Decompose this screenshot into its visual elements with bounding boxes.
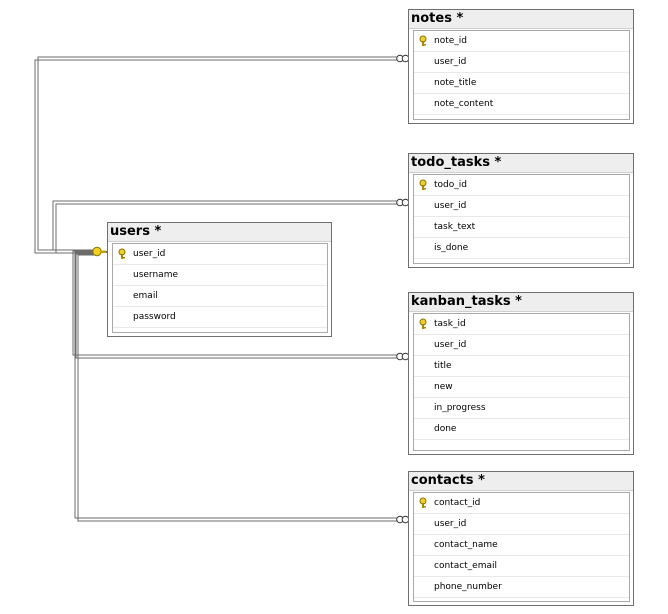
- column-name: note_title: [434, 78, 477, 88]
- column-name: user_id: [434, 201, 467, 211]
- column-name: in_progress: [434, 403, 486, 413]
- column-name: user_id: [434, 519, 467, 529]
- infinity-icon: [396, 198, 410, 207]
- table-title: todo_tasks *: [409, 154, 633, 173]
- column-name: contact_name: [434, 540, 498, 550]
- column-row[interactable]: new: [414, 377, 629, 398]
- table-notes[interactable]: notes * note_id user_id note_title note_…: [408, 9, 634, 124]
- column-list: contact_id user_id contact_name contact_…: [413, 492, 630, 602]
- table-title: kanban_tasks *: [409, 293, 633, 312]
- column-name: user_id: [434, 340, 467, 350]
- table-contacts[interactable]: contacts * contact_id user_id contact_na…: [408, 471, 634, 606]
- table-users[interactable]: users * user_id username email password: [107, 222, 332, 337]
- column-row[interactable]: in_progress: [414, 398, 629, 419]
- column-row[interactable]: is_done: [414, 238, 629, 259]
- column-name: is_done: [434, 243, 469, 253]
- column-row[interactable]: note_content: [414, 94, 629, 115]
- column-row[interactable]: task_id: [414, 314, 629, 335]
- column-name: title: [434, 361, 452, 371]
- column-list: user_id username email password: [112, 243, 328, 333]
- table-kanban-tasks[interactable]: kanban_tasks * task_id user_id title new…: [408, 292, 634, 455]
- infinity-icon: [396, 54, 410, 63]
- column-row[interactable]: contact_email: [414, 556, 629, 577]
- column-row[interactable]: task_text: [414, 217, 629, 238]
- column-list: task_id user_id title new in_progress do…: [413, 313, 630, 451]
- column-name: user_id: [133, 249, 166, 259]
- column-row[interactable]: title: [414, 356, 629, 377]
- column-name: password: [133, 312, 176, 322]
- column-row[interactable]: user_id: [113, 244, 327, 265]
- column-name: done: [434, 424, 457, 434]
- column-row[interactable]: email: [113, 286, 327, 307]
- column-name: new: [434, 382, 453, 392]
- column-row[interactable]: user_id: [414, 196, 629, 217]
- column-row[interactable]: contact_id: [414, 493, 629, 514]
- column-name: contact_email: [434, 561, 497, 571]
- key-icon: [92, 246, 107, 257]
- table-title: users *: [108, 223, 331, 242]
- column-list: note_id user_id note_title note_content: [413, 30, 630, 120]
- key-icon: [419, 318, 427, 329]
- key-icon: [419, 35, 427, 46]
- key-icon: [118, 248, 126, 259]
- column-name: email: [133, 291, 158, 301]
- column-name: user_id: [434, 57, 467, 67]
- table-title: contacts *: [409, 472, 633, 491]
- infinity-icon: [396, 352, 410, 361]
- column-name: note_content: [434, 99, 494, 109]
- column-row[interactable]: user_id: [414, 335, 629, 356]
- column-list: todo_id user_id task_text is_done: [413, 174, 630, 264]
- column-name: note_id: [434, 36, 467, 46]
- column-row[interactable]: username: [113, 265, 327, 286]
- key-icon: [419, 179, 427, 190]
- column-name: todo_id: [434, 180, 467, 190]
- column-name: task_id: [434, 319, 466, 329]
- key-icon: [419, 497, 427, 508]
- column-row[interactable]: phone_number: [414, 577, 629, 598]
- column-row[interactable]: todo_id: [414, 175, 629, 196]
- column-name: phone_number: [434, 582, 502, 592]
- infinity-icon: [396, 515, 410, 524]
- column-row[interactable]: note_id: [414, 31, 629, 52]
- column-row[interactable]: note_title: [414, 73, 629, 94]
- column-name: task_text: [434, 222, 476, 232]
- column-row[interactable]: done: [414, 419, 629, 440]
- column-row[interactable]: user_id: [414, 52, 629, 73]
- table-todo-tasks[interactable]: todo_tasks * todo_id user_id task_text i…: [408, 153, 634, 268]
- column-row[interactable]: user_id: [414, 514, 629, 535]
- column-name: contact_id: [434, 498, 481, 508]
- column-row[interactable]: contact_name: [414, 535, 629, 556]
- table-title: notes *: [409, 10, 633, 29]
- column-name: username: [133, 270, 178, 280]
- column-row[interactable]: password: [113, 307, 327, 328]
